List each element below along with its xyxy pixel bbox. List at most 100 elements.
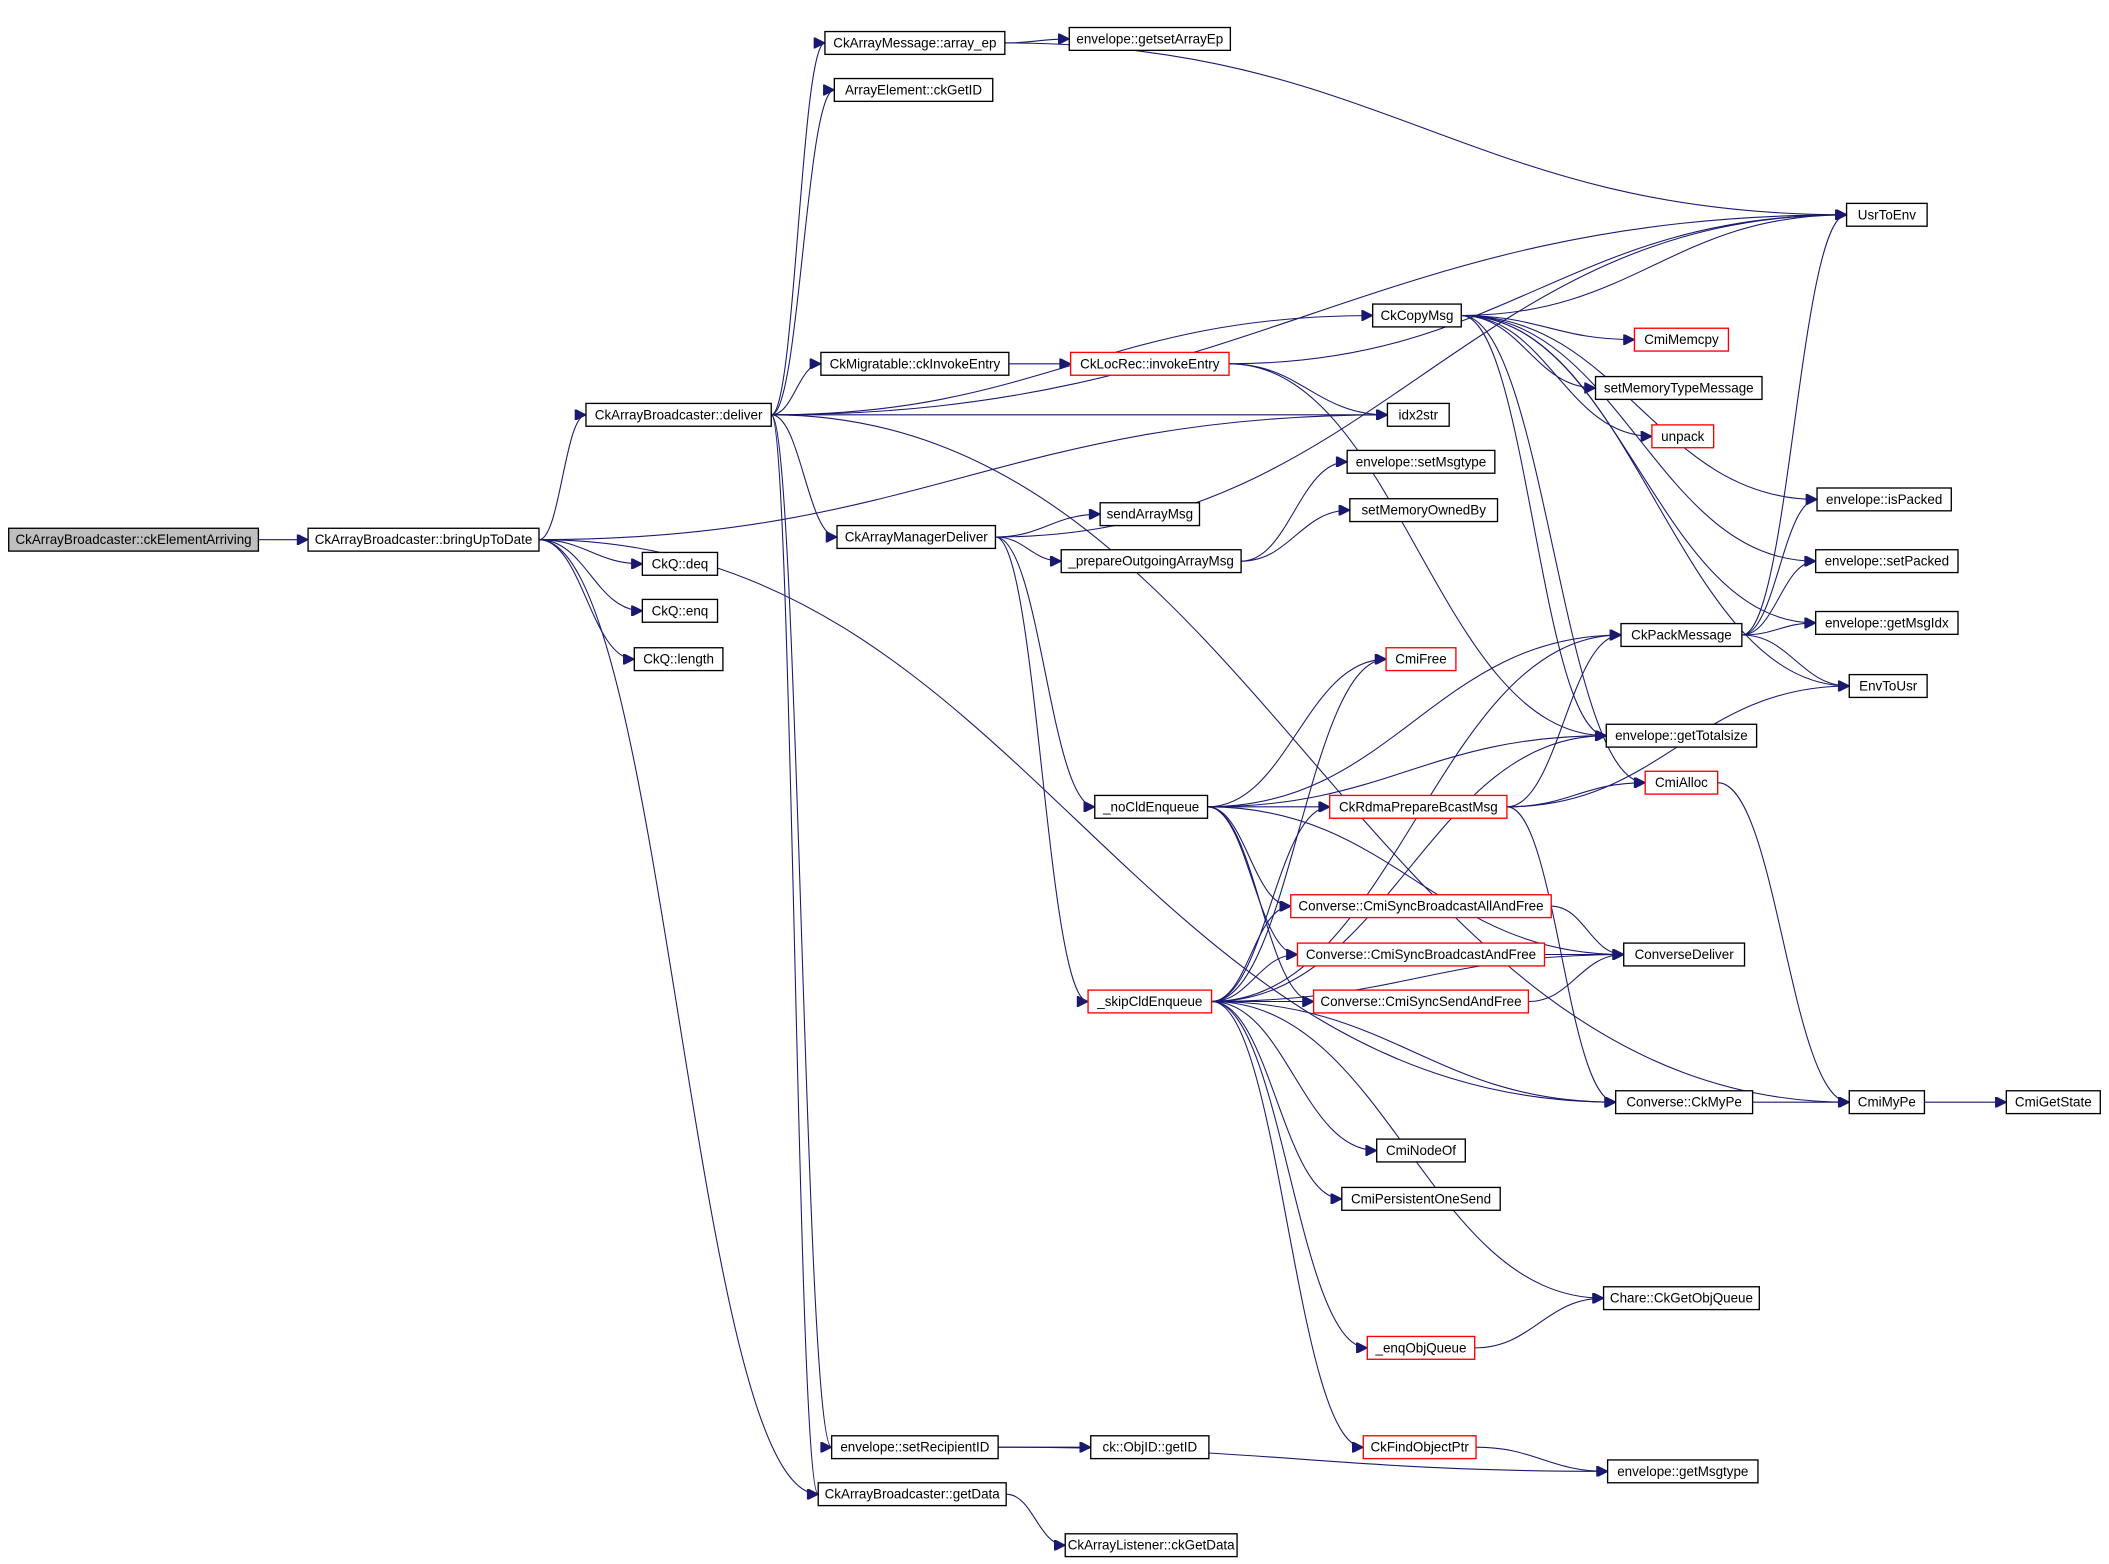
node-envelope-setpacked[interactable]: envelope::setPacked bbox=[1815, 549, 1959, 574]
node-box[interactable] bbox=[1290, 894, 1552, 919]
node-box[interactable] bbox=[1816, 487, 1952, 512]
node-ckfindobjectptr[interactable]: CkFindObjectPtr bbox=[1362, 1435, 1477, 1460]
node-box[interactable] bbox=[1605, 723, 1758, 748]
node-box[interactable] bbox=[1845, 202, 1928, 227]
node-box[interactable] bbox=[1366, 1335, 1476, 1360]
node-box[interactable] bbox=[641, 551, 719, 576]
node-box[interactable] bbox=[1312, 989, 1530, 1014]
node-cmifree[interactable]: CmiFree bbox=[1385, 647, 1457, 672]
node-unpack[interactable]: unpack bbox=[1651, 424, 1715, 449]
node-box[interactable] bbox=[1633, 327, 1730, 352]
node-conversedeliver[interactable]: ConverseDeliver bbox=[1623, 942, 1746, 967]
node-cmialloc[interactable]: CmiAlloc bbox=[1644, 770, 1719, 795]
node-cmigetstate[interactable]: CmiGetState bbox=[2005, 1090, 2101, 1115]
node-box[interactable] bbox=[641, 598, 719, 623]
node-box[interactable] bbox=[633, 647, 724, 672]
node-box[interactable] bbox=[1060, 549, 1242, 574]
node-box[interactable] bbox=[830, 1435, 999, 1460]
node-converse-cmisyncbroadcastandfree[interactable]: Converse::CmiSyncBroadcastAndFree bbox=[1296, 942, 1546, 967]
node-ckarraylistener-ckgetdata[interactable]: CkArrayListener::ckGetData bbox=[1064, 1533, 1238, 1558]
node-box[interactable] bbox=[1329, 794, 1508, 819]
node-enqobjqueue[interactable]: _enqObjQueue bbox=[1366, 1335, 1476, 1360]
node-box[interactable] bbox=[2005, 1090, 2101, 1115]
node-box[interactable] bbox=[833, 77, 994, 103]
node-envelope-getmsgidx[interactable]: envelope::getMsgIdx bbox=[1815, 610, 1959, 635]
node-box[interactable] bbox=[1371, 303, 1462, 328]
node-arrayelement-ckgetid[interactable]: ArrayElement::ckGetID bbox=[833, 77, 994, 103]
node-box[interactable] bbox=[1094, 794, 1209, 819]
node-nocldenqueue[interactable]: _noCldEnqueue bbox=[1094, 794, 1209, 819]
node-envtousr[interactable]: EnvToUsr bbox=[1848, 673, 1928, 699]
node-box[interactable] bbox=[1090, 1435, 1210, 1460]
node-box[interactable] bbox=[1651, 424, 1715, 449]
node-envelope-setmsgtype[interactable]: envelope::setMsgtype bbox=[1346, 449, 1496, 474]
node-idx2str[interactable]: idx2str bbox=[1386, 402, 1450, 427]
node-box[interactable] bbox=[1068, 26, 1232, 52]
node-box[interactable] bbox=[1606, 1459, 1759, 1484]
node-box[interactable] bbox=[1620, 622, 1743, 648]
node-box[interactable] bbox=[1602, 1286, 1760, 1311]
node-cminodeof[interactable]: CmiNodeOf bbox=[1376, 1138, 1466, 1163]
node-box[interactable] bbox=[836, 524, 997, 550]
node-ckpackmessage[interactable]: CkPackMessage bbox=[1620, 622, 1743, 648]
node-box[interactable] bbox=[1815, 610, 1959, 635]
node-ckmigratable-ckinvokeentry[interactable]: CkMigratable::ckInvokeEntry bbox=[820, 351, 1010, 376]
node-ckq-deq[interactable]: CkQ::deq bbox=[641, 551, 719, 576]
node-box[interactable] bbox=[1848, 1090, 1926, 1115]
node-ckq-enq[interactable]: CkQ::enq bbox=[641, 598, 719, 623]
node-box[interactable] bbox=[824, 30, 1006, 56]
node-setmemorytypemessage[interactable]: setMemoryTypeMessage bbox=[1594, 375, 1763, 401]
node-box[interactable] bbox=[1069, 351, 1230, 376]
node-box[interactable] bbox=[1385, 647, 1457, 672]
node-ckarraymessage-array-ep[interactable]: CkArrayMessage::array_ep bbox=[824, 30, 1006, 56]
node-cklocrec-invokeentry[interactable]: CkLocRec::invokeEntry bbox=[1069, 351, 1230, 376]
node-ckq-length[interactable]: CkQ::length bbox=[633, 647, 724, 672]
node-box[interactable] bbox=[1099, 502, 1201, 527]
node-box[interactable] bbox=[1349, 498, 1499, 523]
node-box[interactable] bbox=[8, 527, 260, 552]
node-box[interactable] bbox=[1386, 402, 1450, 427]
node-envelope-ispacked[interactable]: envelope::isPacked bbox=[1816, 487, 1952, 512]
node-box[interactable] bbox=[1623, 942, 1746, 967]
node-ckcopymsg[interactable]: CkCopyMsg bbox=[1371, 303, 1462, 328]
node-box[interactable] bbox=[1376, 1138, 1466, 1163]
node-envelope-getsetarrayep[interactable]: envelope::getsetArrayEp bbox=[1068, 26, 1232, 52]
node-skipcldenqueue[interactable]: _skipCldEnqueue bbox=[1087, 989, 1213, 1014]
node-box[interactable] bbox=[820, 351, 1010, 376]
node-box[interactable] bbox=[1087, 989, 1213, 1014]
node-cmimemcpy[interactable]: CmiMemcpy bbox=[1633, 327, 1730, 352]
node-ckarraybroadcaster-bringuptodate[interactable]: CkArrayBroadcaster::bringUpToDate bbox=[307, 527, 540, 552]
node-box[interactable] bbox=[1296, 942, 1546, 967]
node-envelope-setrecipientid[interactable]: envelope::setRecipientID bbox=[830, 1435, 999, 1460]
node-box[interactable] bbox=[1644, 770, 1719, 795]
node-cmimype[interactable]: CmiMyPe bbox=[1848, 1090, 1926, 1115]
node-sendarraymsg[interactable]: sendArrayMsg bbox=[1099, 502, 1201, 527]
node-chare-ckgetobjqueue[interactable]: Chare::CkGetObjQueue bbox=[1602, 1286, 1760, 1311]
node-box[interactable] bbox=[1064, 1533, 1238, 1558]
node-ckarraybroadcaster-getdata[interactable]: CkArrayBroadcaster::getData bbox=[817, 1482, 1007, 1507]
node-ckarraybroadcaster-ckelementarriving[interactable]: CkArrayBroadcaster::ckElementArriving bbox=[8, 527, 260, 552]
node-converse-cmisyncbroadcastallandfree[interactable]: Converse::CmiSyncBroadcastAllAndFree bbox=[1290, 894, 1552, 919]
node-ckarraymanagerdeliver[interactable]: CkArrayManagerDeliver bbox=[836, 524, 997, 550]
node-box[interactable] bbox=[307, 527, 540, 552]
node-box[interactable] bbox=[1614, 1090, 1754, 1115]
node-ck-objid-getid[interactable]: ck::ObjID::getID bbox=[1090, 1435, 1210, 1460]
node-ckarraybroadcaster-deliver[interactable]: CkArrayBroadcaster::deliver bbox=[585, 402, 772, 427]
node-box[interactable] bbox=[1362, 1435, 1477, 1460]
node-converse-cmisyncsendandfree[interactable]: Converse::CmiSyncSendAndFree bbox=[1312, 989, 1530, 1014]
node-ckrdmapreparebcastmsg[interactable]: CkRdmaPrepareBcastMsg bbox=[1329, 794, 1508, 819]
node-box[interactable] bbox=[1594, 375, 1763, 401]
node-converse-ckmype[interactable]: Converse::CkMyPe bbox=[1614, 1090, 1754, 1115]
node-box[interactable] bbox=[817, 1482, 1007, 1507]
node-box[interactable] bbox=[1346, 449, 1496, 474]
node-prepareoutgoingarraymsg[interactable]: _prepareOutgoingArrayMsg bbox=[1060, 549, 1242, 574]
node-box[interactable] bbox=[1341, 1186, 1501, 1211]
node-box[interactable] bbox=[1815, 549, 1959, 574]
node-cmipersistentonesend[interactable]: CmiPersistentOneSend bbox=[1341, 1186, 1501, 1211]
node-envelope-gettotalsize[interactable]: envelope::getTotalsize bbox=[1605, 723, 1758, 748]
node-setmemoryownedby[interactable]: setMemoryOwnedBy bbox=[1349, 498, 1499, 523]
node-box[interactable] bbox=[1848, 673, 1928, 699]
node-box[interactable] bbox=[585, 402, 772, 427]
node-envelope-getmsgtype[interactable]: envelope::getMsgtype bbox=[1606, 1459, 1759, 1484]
node-usrtoenv[interactable]: UsrToEnv bbox=[1845, 202, 1928, 227]
